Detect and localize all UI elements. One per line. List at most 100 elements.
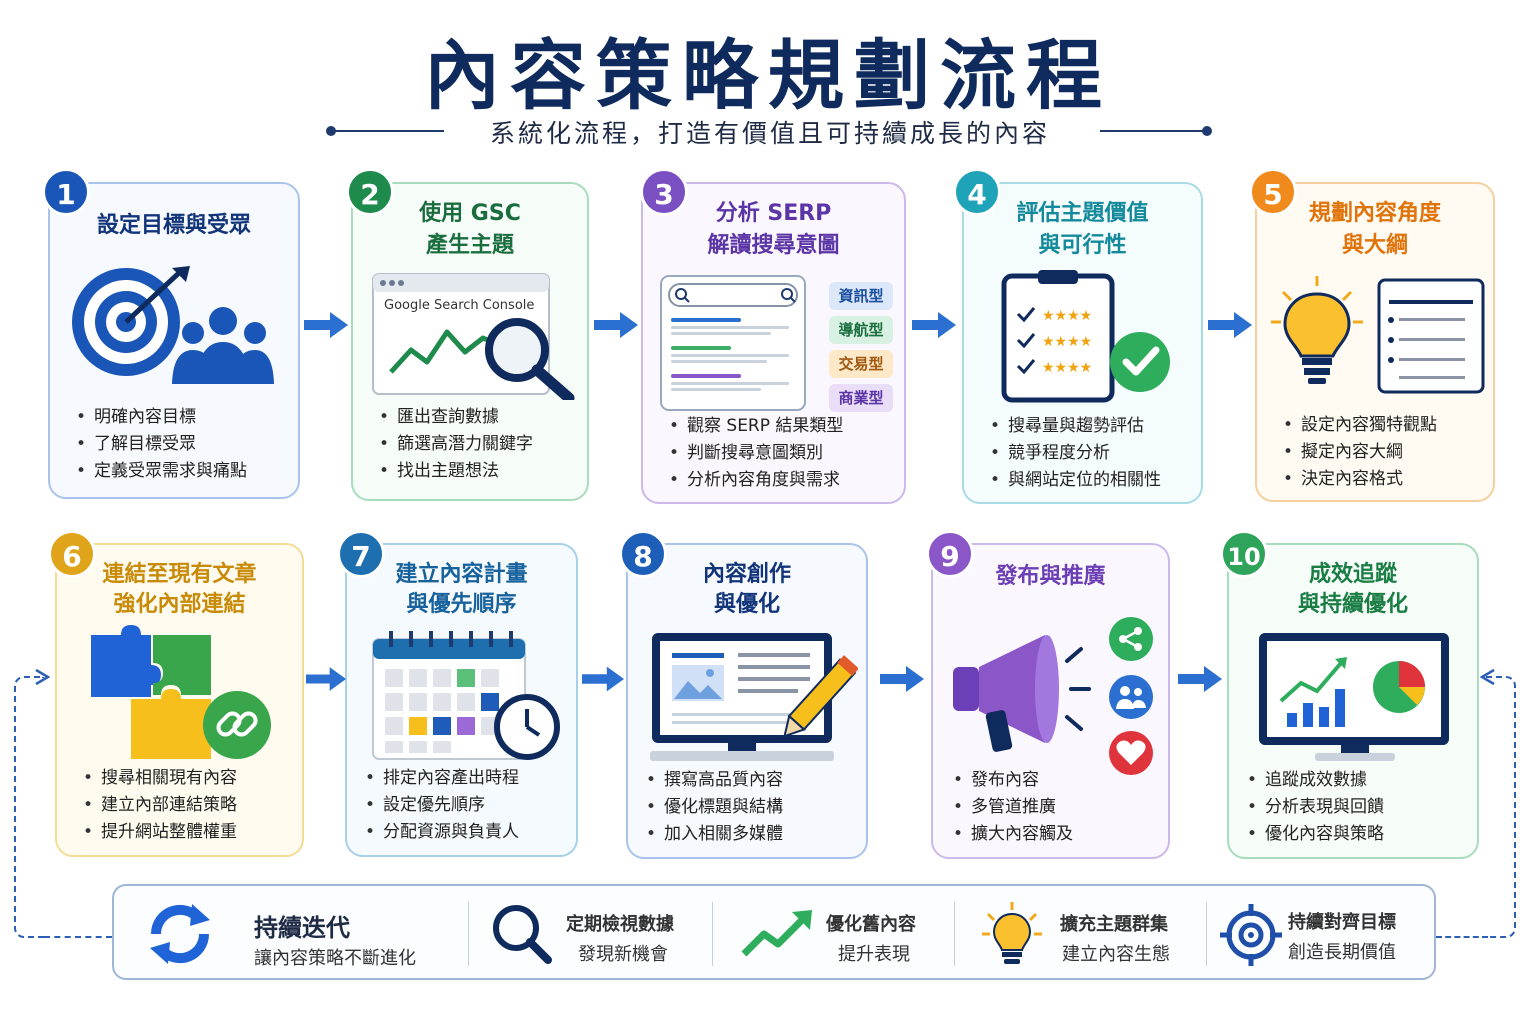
loop-arrow-right-icon — [1480, 668, 1495, 686]
bullet-item: 優化內容與策略 — [1247, 821, 1384, 848]
bullet-item: 建立內部連結策略 — [83, 792, 237, 819]
arrow-right-icon — [880, 666, 924, 692]
iteration-title: 持續迭代 — [254, 914, 350, 942]
loop-arrow-left-icon — [35, 668, 50, 686]
loop-connector-right — [1486, 676, 1516, 938]
svg-text:★★★★: ★★★★ — [1042, 334, 1092, 350]
subtitle-rule-left — [334, 130, 444, 132]
loop-connector-left — [14, 676, 44, 938]
step-bullets: 發布內容 多管道推廣 擴大內容觸及 — [953, 767, 1073, 848]
step-badge-9: 9 — [926, 530, 974, 578]
step-title: 內容創作 — [702, 562, 791, 587]
bullet-item: 找出主題想法 — [379, 458, 533, 485]
intent-tag-info: 資訊型 — [829, 282, 893, 310]
monitor-pencil-icon — [650, 633, 858, 761]
bullet-item: 多管道推廣 — [953, 794, 1073, 821]
step-badge-3: 3 — [640, 168, 688, 216]
bullet-item: 撰寫高品質內容 — [646, 767, 783, 794]
trend-up-icon — [741, 910, 812, 957]
subtitle-dot-left — [326, 126, 336, 136]
step-title: 建立內容計畫 — [395, 562, 528, 587]
bullet-item: 擴大內容觸及 — [953, 821, 1073, 848]
bullet-item: 與網站定位的相關性 — [990, 467, 1161, 494]
bullet-item: 了解目標受眾 — [76, 431, 247, 458]
expand-cluster-sub: 建立內容生態 — [1062, 944, 1170, 965]
step-badge-2: 2 — [346, 168, 394, 216]
step-bullets: 設定內容獨特觀點 擬定內容大綱 決定內容格式 — [1283, 412, 1437, 493]
checklist-icon: ★★★★ ★★★★ ★★★★ — [1001, 270, 1170, 403]
bullet-item: 發布內容 — [953, 767, 1073, 794]
step-bullets: 匯出查詢數據 篩選高潛力關鍵字 找出主題想法 — [379, 404, 533, 485]
step-card-7: 建立內容計畫 與優先順序 排定內容產出時程 設定優先順序 分配資源與負責人 — [345, 543, 578, 857]
bullet-item: 競爭程度分析 — [990, 440, 1161, 467]
bullet-item: 搜尋相關現有內容 — [83, 765, 237, 792]
bullet-item: 決定內容格式 — [1283, 466, 1437, 493]
search-console-label: Google Search Console — [384, 298, 535, 313]
divider — [712, 902, 713, 966]
subtitle-row: 系統化流程，打造有價值且可持續成長的內容 — [0, 114, 1536, 148]
bullet-item: 定義受眾需求與痛點 — [76, 458, 247, 485]
step-subtitle: 與優化 — [713, 592, 780, 617]
bullet-item: 分析表現與回饋 — [1247, 794, 1384, 821]
subtitle-rule-right — [1100, 130, 1204, 132]
bullet-item: 判斷搜尋意圖類別 — [669, 440, 843, 467]
crosshair-icon — [1220, 904, 1282, 966]
optimize-old-sub: 提升表現 — [838, 944, 910, 965]
arrow-right-icon — [306, 667, 346, 691]
arrow-right-icon — [304, 312, 348, 338]
step-title: 規劃內容角度 — [1308, 201, 1441, 226]
serp-icon — [660, 275, 806, 411]
lightbulb-icon — [982, 902, 1042, 964]
step-bullets: 追蹤成效數據 分析表現與回饋 優化內容與策略 — [1247, 767, 1384, 848]
step-subtitle: 解讀搜尋意圖 — [707, 233, 840, 258]
bullet-item: 分配資源與負責人 — [365, 819, 519, 846]
step-title: 評估主題價值 — [1016, 201, 1149, 226]
expand-cluster-title: 擴充主題群集 — [1060, 914, 1168, 935]
review-data-title: 定期檢視數據 — [566, 914, 674, 935]
step-card-9: 發布與推廣 發布內容 多管道推廣 擴大內容觸及 — [931, 543, 1170, 859]
step-card-1: 設定目標與受眾 明確內容目標 了解目標受眾 定義受眾需求與痛點 — [48, 182, 300, 499]
analytics-monitor-icon — [1259, 633, 1449, 761]
review-data-sub: 發現新機會 — [578, 944, 668, 965]
divider — [954, 902, 955, 966]
search-console-icon — [372, 273, 575, 400]
step-card-4: 評估主題價值 與可行性 ★★★★ ★★★★ ★★★★ 搜尋量與趨勢評估 競爭程度… — [962, 182, 1203, 504]
step-bullets: 撰寫高品質內容 優化標題與結構 加入相關多媒體 — [646, 767, 783, 848]
intent-tag-nav: 導航型 — [829, 316, 893, 344]
bullet-item: 優化標題與結構 — [646, 794, 783, 821]
puzzle-link-icon — [91, 625, 271, 759]
step-subtitle: 與可行性 — [1038, 233, 1127, 258]
step-bullets: 觀察 SERP 結果類型 判斷搜尋意圖類別 分析內容角度與需求 — [669, 413, 843, 494]
step-title: 使用 GSC — [419, 201, 521, 226]
intent-tag-commercial: 商業型 — [829, 384, 893, 412]
step-title: 發布與推廣 — [995, 564, 1106, 589]
arrow-right-icon — [594, 312, 638, 338]
align-goal-title: 持續對齊目標 — [1288, 912, 1396, 933]
step-subtitle: 強化內部連結 — [113, 592, 246, 617]
bullet-item: 追蹤成效數據 — [1247, 767, 1384, 794]
step-badge-10: 10 — [1220, 530, 1268, 578]
megaphone-icon — [953, 617, 1153, 775]
bullet-item: 明確內容目標 — [76, 404, 247, 431]
step-bullets: 搜尋量與趨勢評估 競爭程度分析 與網站定位的相關性 — [990, 413, 1161, 494]
step-title: 設定目標與受眾 — [96, 213, 251, 238]
optimize-old-title: 優化舊內容 — [826, 914, 916, 935]
svg-text:★★★★: ★★★★ — [1042, 360, 1092, 376]
arrow-right-icon — [1208, 312, 1252, 338]
step-subtitle: 產生主題 — [425, 233, 514, 258]
step-badge-1: 1 — [42, 168, 90, 216]
step-card-8: 內容創作 與優化 撰寫高品質內容 優化標題與結構 加入相關多媒體 — [626, 543, 868, 859]
page-title: 內容策略規劃流程 — [424, 31, 1112, 120]
subtitle-dot-right — [1202, 126, 1212, 136]
step-card-2: 使用 GSC 產生主題 Google Search Console 匯出查詢數據… — [351, 182, 589, 501]
refresh-cycle-icon — [150, 904, 210, 964]
bullet-item: 搜尋量與趨勢評估 — [990, 413, 1161, 440]
step-card-5: 規劃內容角度 與大綱 設定內容獨特觀點 擬定內容大綱 決定內容格式 — [1255, 182, 1495, 502]
step-card-6: 連結至現有文章 強化內部連結 搜尋相關現有內容 建立內部連結策略 提升網站整體權… — [55, 543, 304, 857]
arrow-right-icon — [1178, 666, 1222, 692]
step-subtitle: 與大綱 — [1341, 233, 1408, 258]
magnifier-icon — [493, 905, 552, 964]
divider — [468, 902, 469, 966]
step-card-10: 成效追蹤 與持續優化 追蹤成效數據 分析表現與回饋 優化內容與策略 — [1227, 543, 1479, 859]
loop-connector-left-bottom — [44, 936, 112, 938]
